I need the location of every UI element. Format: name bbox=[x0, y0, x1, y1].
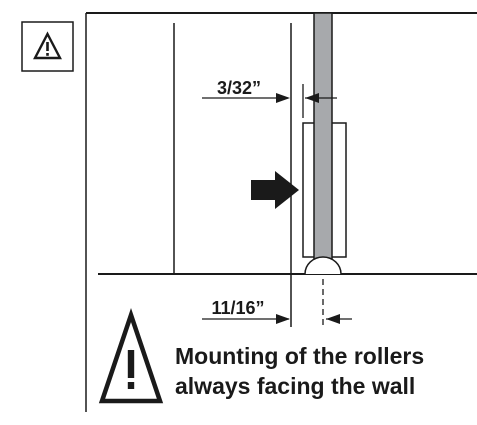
direction-arrow-icon bbox=[251, 171, 299, 209]
warning-triangle-icon bbox=[33, 31, 62, 60]
corner-warning-box bbox=[21, 21, 74, 72]
offset-arrow-right-icon bbox=[326, 314, 340, 324]
sliding-panel bbox=[313, 12, 333, 268]
note-line-1: Mounting of the rollers bbox=[175, 343, 424, 369]
offset-dimension bbox=[202, 314, 352, 324]
note-warning-icon bbox=[98, 307, 164, 404]
gap-arrow-left-icon bbox=[276, 93, 290, 103]
offset-dimension-label: 11/16” bbox=[211, 298, 264, 318]
gap-dimension bbox=[202, 84, 337, 118]
note-line-2: always facing the wall bbox=[175, 373, 415, 399]
roller-wheel bbox=[304, 256, 342, 275]
gap-arrow-right-icon bbox=[305, 93, 319, 103]
gap-dimension-label: 3/32” bbox=[217, 78, 261, 98]
offset-arrow-left-icon bbox=[276, 314, 290, 324]
